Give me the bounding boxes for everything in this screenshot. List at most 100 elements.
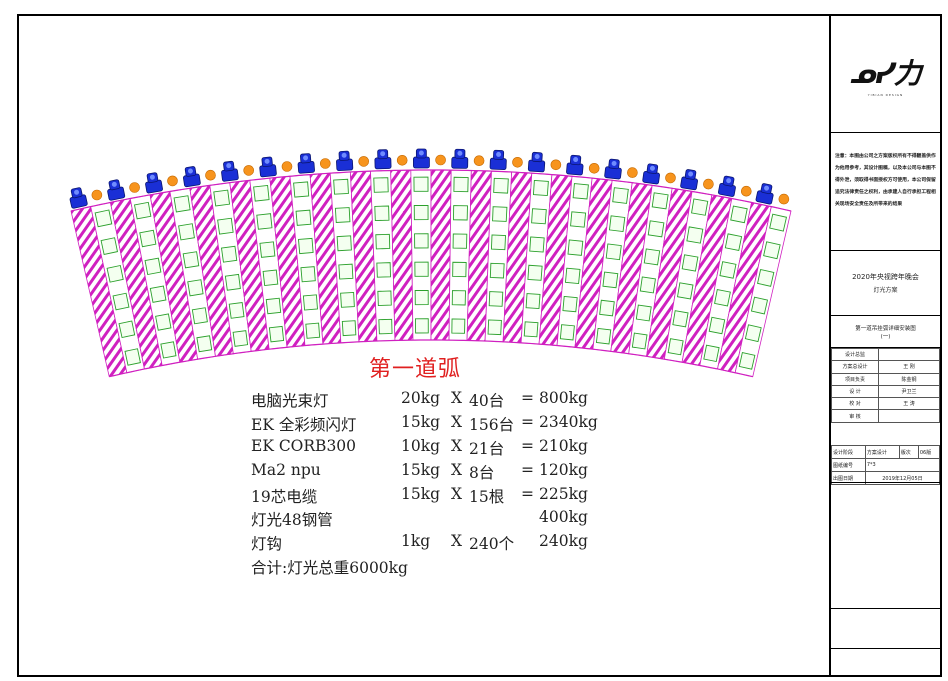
version-label: 版次 <box>898 445 919 459</box>
truss-rung <box>570 211 587 228</box>
truss-segment-hatched <box>390 169 414 341</box>
weight-row-total: 225kg <box>539 484 588 503</box>
truss-rung <box>376 262 391 278</box>
project-name: 2020年央视跨年晚会 <box>852 273 919 281</box>
truss-top-chord <box>70 169 792 212</box>
strobe-light-icon <box>129 182 140 193</box>
truss-rung <box>112 292 130 311</box>
weight-row-total: 400kg <box>539 508 588 527</box>
signoff-row: 项目负责陈金钢 <box>831 372 940 386</box>
truss-rung <box>217 217 234 235</box>
blank-cell <box>831 649 940 675</box>
truss-rung <box>714 288 731 307</box>
weight-row-x: X <box>451 460 463 479</box>
truss-rung <box>595 327 612 345</box>
weight-row-name: 电脑光束灯 <box>251 392 329 410</box>
truss-rung <box>377 290 392 306</box>
strobe-light-icon <box>167 175 178 187</box>
truss-rung <box>738 352 756 370</box>
truss-rung <box>338 263 354 280</box>
truss-rung <box>298 237 314 255</box>
signoff-name: 尹卫兰 <box>878 384 940 399</box>
truss-rung <box>608 215 626 233</box>
truss-rung <box>414 318 429 334</box>
truss-rung <box>414 261 429 277</box>
beam-light-icon <box>451 148 469 169</box>
truss-rung <box>708 316 726 335</box>
truss-segment-hatched <box>430 169 452 341</box>
weight-row-name: EK 全彩频闪灯 <box>251 415 357 434</box>
weight-row-x: X <box>451 412 463 431</box>
signoff-name: 王 涛 <box>878 397 940 411</box>
truss-rung <box>373 177 389 193</box>
truss-rung <box>599 299 615 317</box>
signoff-role: 项目负责 <box>831 372 879 386</box>
weight-row-total: 800kg <box>539 389 588 407</box>
signoff-role: 校 对 <box>831 397 879 411</box>
truss-rung <box>612 187 629 204</box>
truss-rung <box>133 201 152 220</box>
truss-rung <box>750 296 769 315</box>
beam-light-icon <box>183 166 201 188</box>
beam-light-icon <box>489 149 507 171</box>
weight-row-weight: 15kg <box>401 484 441 503</box>
truss-rung <box>757 268 775 287</box>
copyright-notice: 注意：本图由公司之方案版权所有不得翻盖供作为他用参考，其设计图稿，以及本公司与本… <box>831 133 940 251</box>
truss-rung <box>667 338 684 356</box>
strobe-light-icon <box>778 193 790 205</box>
truss-rung <box>490 234 507 251</box>
truss-rung <box>562 295 578 313</box>
truss-rung <box>160 341 177 359</box>
strobe-light-icon <box>281 161 293 172</box>
blank-cell <box>831 609 940 649</box>
strobe-light-icon <box>358 156 370 167</box>
truss-rung <box>182 251 200 269</box>
truss-rung <box>375 233 391 250</box>
signoff-role: 方案总设计 <box>831 360 879 374</box>
truss-rung <box>564 267 581 285</box>
beam-light-icon <box>604 158 622 180</box>
logo-subtitle: YIBIAN DESIGN <box>867 92 904 97</box>
strobe-light-icon <box>740 185 752 197</box>
signoff-role: 审 核 <box>831 409 879 423</box>
beam-light-icon <box>566 154 584 176</box>
weight-row-weight: 15kg <box>401 412 441 431</box>
weight-row-eq: = <box>521 484 534 503</box>
truss-rung <box>529 236 545 253</box>
weight-row-weight: 20kg <box>401 389 441 407</box>
weight-row-qty: 15根 <box>469 487 505 506</box>
signoff-role: 设 计 <box>831 384 879 399</box>
truss-rung <box>196 335 213 353</box>
truss-rung <box>414 289 429 306</box>
truss-rung <box>191 307 208 325</box>
weight-row-total: 120kg <box>539 460 588 479</box>
truss-rung <box>232 330 249 347</box>
weight-row-name: 灯钩 <box>251 535 283 554</box>
signoff-row: 审 核 <box>831 409 940 423</box>
truss-rung <box>527 264 543 281</box>
truss-rung <box>639 276 656 294</box>
beam-light-icon <box>297 153 315 174</box>
truss-rung <box>220 245 238 263</box>
truss-rung <box>340 291 355 308</box>
weight-row-eq: = <box>521 412 534 431</box>
truss-rung <box>677 282 694 300</box>
truss-rung <box>532 179 549 197</box>
drawing-info-table: 设计阶段 方案设计 版次 06版 图纸编号 7*3 出图日期 2019年12月0… <box>831 445 941 485</box>
beam-light-icon <box>259 156 277 178</box>
truss-rung <box>300 266 316 283</box>
truss-rung <box>302 294 318 311</box>
stage-value: 方案设计 <box>864 445 900 459</box>
drawing-name: 第一道吊挂弧详细安装图 <box>855 325 916 332</box>
truss-rung <box>187 279 204 297</box>
truss-rung <box>691 198 709 216</box>
weight-row-name: Ma2 npu <box>251 460 321 479</box>
beam-light-icon <box>107 179 126 201</box>
truss-rung <box>341 320 357 337</box>
truss-rung <box>489 262 505 279</box>
beam-light-icon <box>145 172 163 194</box>
truss-rung <box>651 192 669 210</box>
